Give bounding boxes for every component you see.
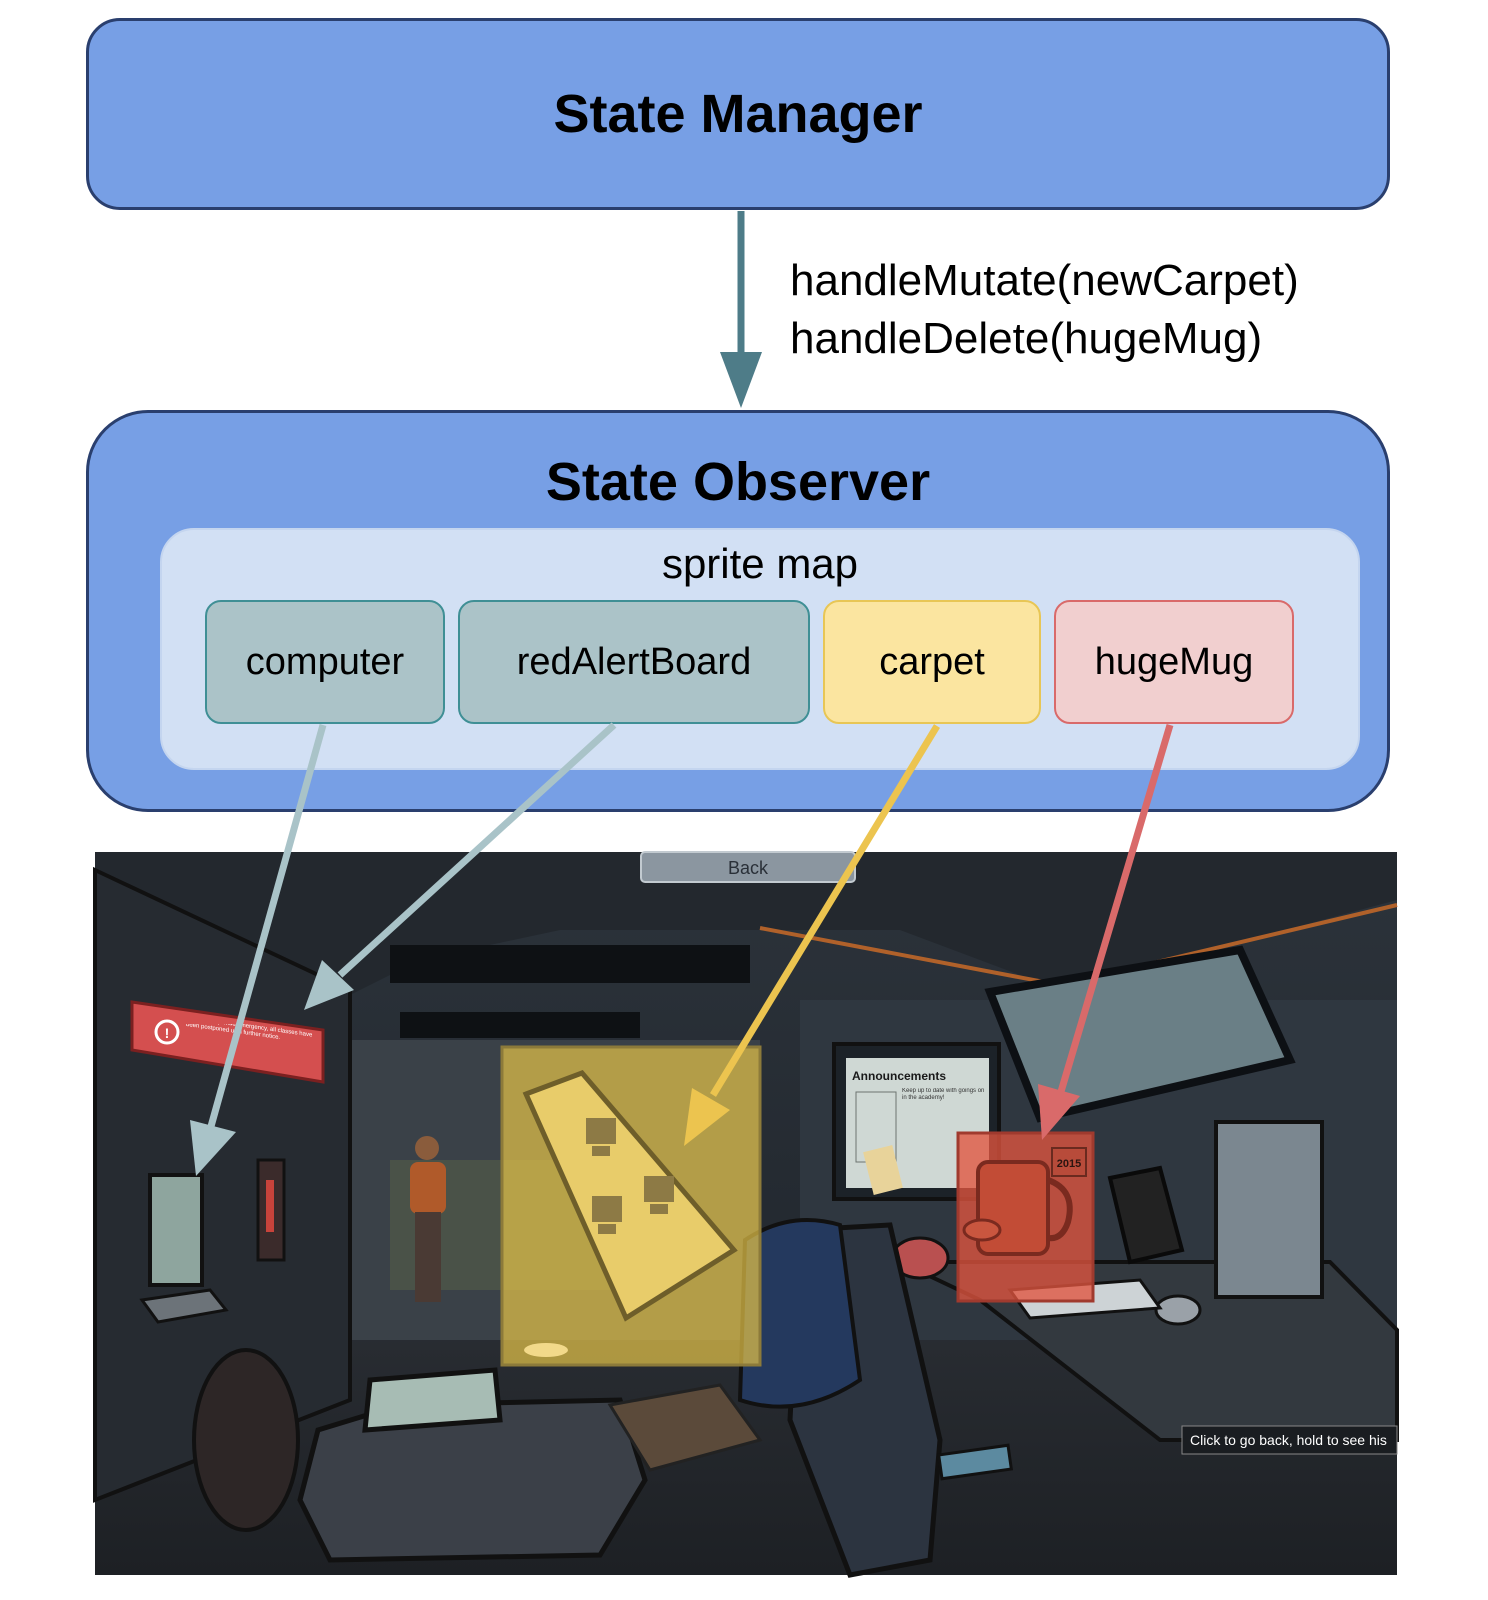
state-observer-title: State Observer (545, 452, 931, 512)
calendar (1051, 1147, 1087, 1177)
function-calls-label: handleMutate(newCarpet) handleDelete(hug… (790, 252, 1299, 368)
character-figure (410, 1136, 446, 1302)
state-manager-title: State Manager (553, 84, 923, 144)
huge-mug-highlight: 2015 (956, 1131, 1095, 1303)
back-button[interactable]: Back (640, 851, 856, 883)
announcements-title: Announcements (852, 1069, 946, 1083)
sprite-carpet: carpet (823, 600, 1041, 724)
svg-text:!: ! (165, 1025, 170, 1041)
alert-text: Due to a ship-wide emergency, all classe… (186, 1024, 313, 1042)
handle-mutate-call: handleMutate(newCarpet) (790, 256, 1299, 305)
jacket (737, 1218, 863, 1409)
pc-tower (1214, 1120, 1324, 1299)
handle-delete-call: handleDelete(hugeMug) (790, 314, 1263, 363)
sprite-computer: computer (205, 600, 445, 724)
hint-tooltip: Click to go back, hold to see his (1181, 1425, 1398, 1455)
alert-icon (154, 1019, 180, 1045)
back-button-label: Back (728, 858, 769, 878)
calendar-year: 2015 (1057, 1158, 1081, 1170)
carpet-highlight (500, 1045, 762, 1367)
floor-carpet (607, 1383, 763, 1472)
carpet-sprite (522, 1070, 738, 1322)
computer-sprite (139, 1173, 229, 1324)
hint-text: Click to go back, hold to see his (1190, 1432, 1387, 1448)
announcements-text: Keep up to date with goings on in the ac… (902, 1088, 985, 1101)
mouse (1154, 1294, 1202, 1326)
space-invader-icons (586, 1118, 674, 1234)
backpack (192, 1348, 300, 1532)
sticky-note (863, 1145, 903, 1195)
sprite-map-title: sprite map (661, 540, 859, 587)
tablet (1107, 1165, 1185, 1265)
sprite-red-alert-board: redAlertBoard (458, 600, 810, 724)
sprite-huge-mug: hugeMug (1054, 600, 1294, 724)
ceiling-vent (390, 945, 750, 983)
state-manager-box: State Manager (86, 18, 1390, 210)
